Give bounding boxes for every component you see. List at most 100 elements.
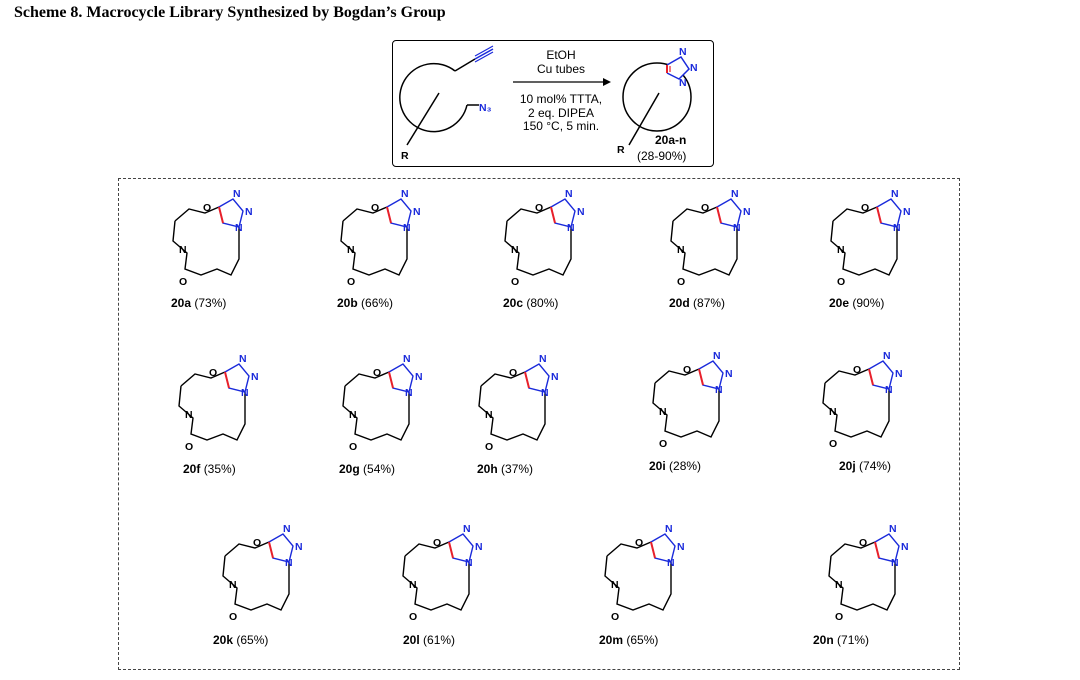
compound-label-20e: 20e (90%) xyxy=(829,296,885,310)
oxygen-label: O xyxy=(635,537,643,549)
triazole-n-label: N xyxy=(885,384,893,396)
nitrogen-label: N xyxy=(611,579,619,591)
svg-text:R: R xyxy=(617,144,625,156)
triazole-double-bond-20f xyxy=(224,371,230,389)
triazole-n-label: N xyxy=(285,557,293,569)
compound-label-20h: 20h (37%) xyxy=(477,462,534,476)
condition-base: 2 eq. DIPEA xyxy=(527,105,595,120)
macrocycle-skeleton-20a xyxy=(172,206,240,276)
triazole-n-label: N xyxy=(713,350,721,362)
alkyne-azide-reactant: N₃ R xyxy=(399,45,494,162)
triazole-n-label: N xyxy=(235,222,243,234)
compound-label-20g: 20g (54%) xyxy=(339,462,396,476)
carbonyl-oxygen-label: O xyxy=(347,276,355,288)
oxygen-label: O xyxy=(509,367,517,379)
compound-label-20c: 20c (80%) xyxy=(503,296,559,310)
scheme-caption: Scheme 8. Macrocycle Library Synthesized… xyxy=(14,4,446,21)
triazole-n-label: N xyxy=(733,222,741,234)
oxygen-label: O xyxy=(203,202,211,214)
svg-text:N: N xyxy=(690,62,698,74)
nitrogen-label: N xyxy=(511,244,519,256)
carbonyl-oxygen-label: O xyxy=(837,276,845,288)
triazole-double-bond-20i xyxy=(698,368,704,386)
triazole-n-label: N xyxy=(403,222,411,234)
compound-label-20k: 20k (65%) xyxy=(213,633,269,647)
triazole-double-bond-20n xyxy=(874,541,880,559)
triazole-n-label: N xyxy=(475,541,483,553)
triazole-double-bond-20k xyxy=(268,541,274,559)
oxygen-label: O xyxy=(433,537,441,549)
macrocycle-skeleton-20c xyxy=(504,206,572,276)
carbonyl-oxygen-label: O xyxy=(677,276,685,288)
oxygen-label: O xyxy=(701,202,709,214)
triazole-n-label: N xyxy=(883,350,891,362)
triazole-n-label: N xyxy=(901,541,909,553)
triazole-n-label: N xyxy=(667,557,675,569)
triazole-n-label: N xyxy=(403,353,411,365)
macrocycle-skeleton-20g xyxy=(342,371,410,441)
triazole-n-label: N xyxy=(891,188,899,200)
triazole-double-bond-20b xyxy=(386,206,392,224)
compound-label-20n: 20n (71%) xyxy=(813,633,870,647)
macrocycle-skeleton-20k xyxy=(222,541,290,611)
condition-temperature: 150 °C, 5 min. xyxy=(522,119,600,133)
nitrogen-label: N xyxy=(347,244,355,256)
triazole-n-label: N xyxy=(401,188,409,200)
nitrogen-label: N xyxy=(659,406,667,418)
condition-catalyst: Cu tubes xyxy=(536,61,586,76)
triazole-n-label: N xyxy=(245,206,253,218)
triazole-n-label: N xyxy=(405,387,413,399)
svg-text:N: N xyxy=(679,46,687,58)
macrocycle-skeleton-20b xyxy=(340,206,408,276)
triazole-n-label: N xyxy=(677,541,685,553)
triazole-n-label: N xyxy=(295,541,303,553)
oxygen-label: O xyxy=(683,364,691,376)
nitrogen-label: N xyxy=(485,409,493,421)
triazole-n-label: N xyxy=(415,371,423,383)
macrocycle-skeleton-20j xyxy=(822,368,890,438)
triazole-double-bond-20d xyxy=(716,206,722,224)
carbonyl-oxygen-label: O xyxy=(659,438,667,450)
reaction-conditions-top: EtOH Cu tubes xyxy=(513,48,609,76)
svg-text:N: N xyxy=(679,77,687,89)
triazole-n-label: N xyxy=(891,557,899,569)
carbonyl-oxygen-label: O xyxy=(185,441,193,453)
condition-ligand: 10 mol% TTTA, xyxy=(519,92,603,106)
triazole-n-label: N xyxy=(715,384,723,396)
macrocycle-skeleton-20i xyxy=(652,368,720,438)
triazole-n-label: N xyxy=(565,188,573,200)
product-id-label: 20a-n xyxy=(655,133,687,147)
triazole-double-bond-20e xyxy=(876,206,882,224)
library-structures: NNNONONNNONONNNONONNNONONNNONONNNONONNNO… xyxy=(172,188,911,623)
macrocycle-skeleton-20h xyxy=(478,371,546,441)
triazole-n-label: N xyxy=(895,368,903,380)
triazole-n-label: N xyxy=(233,188,241,200)
nitrogen-label: N xyxy=(185,409,193,421)
macrocycle-skeleton-20m xyxy=(604,541,672,611)
compound-label-20i: 20i (28%) xyxy=(649,459,702,473)
triazole-n-label: N xyxy=(743,206,751,218)
reaction-conditions-bottom: 10 mol% TTTA, 2 eq. DIPEA 150 °C, 5 min. xyxy=(509,92,613,134)
carbonyl-oxygen-label: O xyxy=(611,611,619,623)
oxygen-label: O xyxy=(853,364,861,376)
triazole-n-label: N xyxy=(725,368,733,380)
triazole-n-label: N xyxy=(665,523,673,535)
macrocycle-skeleton-20e xyxy=(830,206,898,276)
condition-solvent: EtOH xyxy=(546,48,576,62)
carbonyl-oxygen-label: O xyxy=(835,611,843,623)
triazole-n-label: N xyxy=(539,353,547,365)
nitrogen-label: N xyxy=(677,244,685,256)
triazole-n-label: N xyxy=(903,206,911,218)
oxygen-label: O xyxy=(371,202,379,214)
oxygen-label: O xyxy=(535,202,543,214)
reaction-scheme-box: N₃ R EtOH Cu tubes 10 mol% TTTA, 2 eq. D… xyxy=(392,40,714,167)
carbonyl-oxygen-label: O xyxy=(229,611,237,623)
compound-label-20a: 20a (73%) xyxy=(171,296,227,310)
carbonyl-oxygen-label: O xyxy=(409,611,417,623)
azide-label: N₃ xyxy=(479,102,492,114)
compound-label-20b: 20b (66%) xyxy=(337,296,394,310)
triazole-double-bond-20h xyxy=(524,371,530,389)
compound-label-20m: 20m (65%) xyxy=(599,633,659,647)
triazole-double-bond-20m xyxy=(650,541,656,559)
